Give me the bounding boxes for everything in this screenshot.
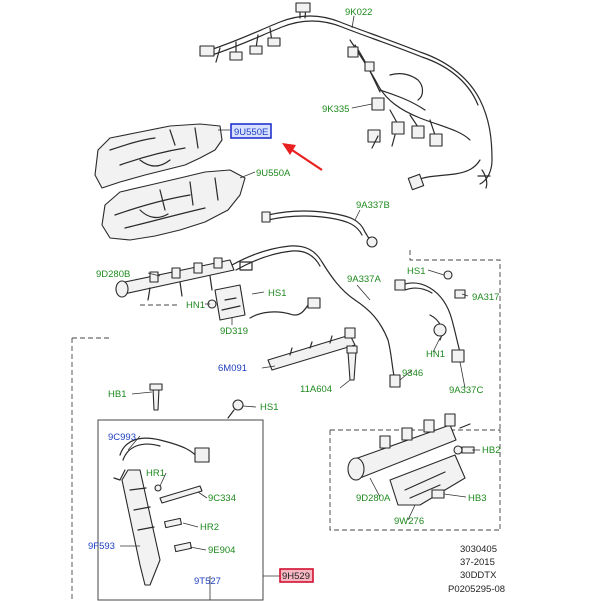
fuel-rail-9d280a <box>347 413 471 481</box>
fuel-pipe-9a337a <box>231 245 401 388</box>
leader-lines <box>120 15 480 600</box>
label-9t527[interactable]: 9T527 <box>194 576 221 587</box>
label-hs1-c[interactable]: HS1 <box>260 402 278 413</box>
part-labels: 9K022 9K335 9U550E 9U550A 9A337B 9D280B … <box>88 7 500 587</box>
label-9a337b[interactable]: 9A337B <box>356 200 390 211</box>
heat-shield-9u550a <box>101 169 246 241</box>
label-9u550a[interactable]: 9U550A <box>256 168 291 179</box>
footer-line-1: 3030405 <box>460 544 497 555</box>
red-arrow-icon <box>282 143 323 171</box>
label-9346[interactable]: 9346 <box>402 368 423 379</box>
label-hr1[interactable]: HR1 <box>146 468 165 479</box>
label-hb1[interactable]: HB1 <box>108 389 126 400</box>
glow-plug-11a604 <box>346 345 358 381</box>
bolt-hb1 <box>149 383 163 411</box>
washer-9e904 <box>174 541 192 553</box>
injector-detail-box <box>97 419 264 601</box>
label-9u550e[interactable]: 9U550E <box>234 127 268 138</box>
wiring-harness-9k022 <box>199 2 493 191</box>
label-9k335[interactable]: 9K335 <box>322 104 349 115</box>
clamp-9c334 <box>159 485 203 504</box>
washer-hr1 <box>154 484 162 492</box>
highlight-box-9h529 <box>279 568 314 583</box>
label-hb3[interactable]: HB3 <box>468 493 486 504</box>
footer-codes: 3030405 37-2015 30DDTX P0205295-08 <box>448 544 505 595</box>
bolt-hb2 <box>461 446 475 454</box>
fuel-pipe-9a317 <box>394 270 466 363</box>
harness-6m091 <box>267 327 356 371</box>
label-9a317[interactable]: 9A317 <box>472 292 499 303</box>
label-hs1-a[interactable]: HS1 <box>407 266 425 277</box>
bolt-hb3 <box>431 489 445 499</box>
footer-line-4: P0205295-08 <box>448 584 505 595</box>
bracket-9d319 <box>207 284 246 321</box>
injector-assembly <box>113 437 210 586</box>
label-9a337a[interactable]: 9A337A <box>347 274 381 285</box>
label-hs1-b[interactable]: HS1 <box>268 288 286 299</box>
label-11a604[interactable]: 11A604 <box>300 384 332 395</box>
label-9e904[interactable]: 9E904 <box>208 545 235 556</box>
label-9d280b[interactable]: 9D280B <box>96 269 130 280</box>
label-6m091[interactable]: 6M091 <box>218 363 247 374</box>
heat-shield-9u550e <box>94 123 223 189</box>
label-9w276[interactable]: 9W276 <box>394 516 424 527</box>
label-9k022[interactable]: 9K022 <box>345 7 372 18</box>
label-hn1-b[interactable]: HN1 <box>426 349 445 360</box>
label-9f593[interactable]: 9F593 <box>88 541 115 552</box>
footer-line-2: 37-2015 <box>460 557 495 568</box>
label-hr2[interactable]: HR2 <box>200 522 219 533</box>
label-9d319[interactable]: 9D319 <box>220 326 248 337</box>
label-hb2[interactable]: HB2 <box>482 445 500 456</box>
label-9h529[interactable]: 9H529 <box>282 571 310 582</box>
label-hn1-a[interactable]: HN1 <box>186 300 205 311</box>
seal-hr2 <box>164 517 182 529</box>
bolt-hs1 <box>227 399 244 419</box>
fuel-pipe-9a337b <box>261 210 378 248</box>
label-9d280a[interactable]: 9D280A <box>356 493 391 504</box>
fuel-rail-9d280b <box>115 257 253 301</box>
highlight-box-9u550e <box>230 123 272 139</box>
dashed-outlines <box>71 250 501 600</box>
label-9c993[interactable]: 9C993 <box>108 432 136 443</box>
footer-line-3: 30DDTX <box>460 570 497 581</box>
label-9c334[interactable]: 9C334 <box>208 493 236 504</box>
label-9a337c[interactable]: 9A337C <box>449 385 483 396</box>
